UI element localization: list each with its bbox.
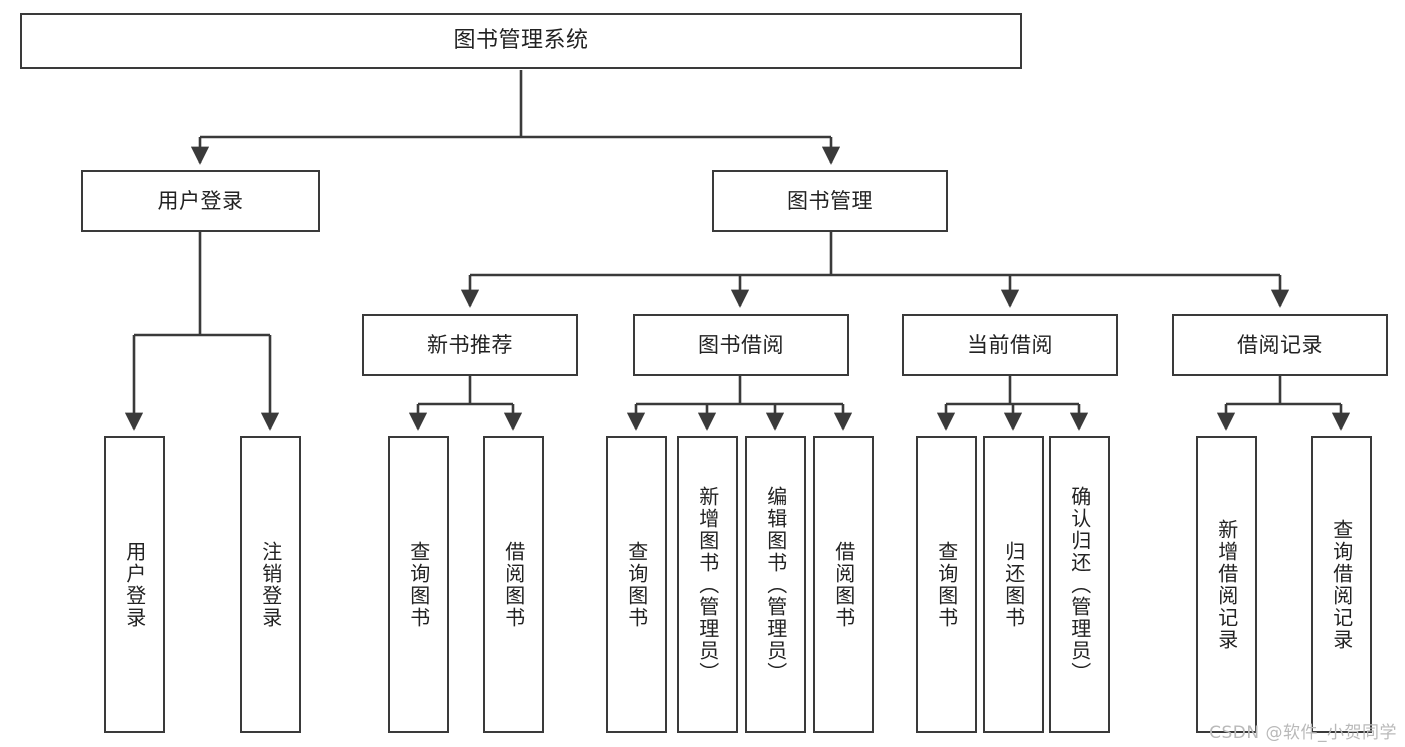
leaf-add-book-admin[interactable]: 新增图书（管理员） (677, 436, 738, 733)
node-label: 确认归还（管理员） (1067, 485, 1092, 684)
leaf-query-book-new-recommendation[interactable]: 查询图书 (388, 436, 449, 733)
node-label: 用户登录 (122, 540, 147, 629)
leaf-confirm-return-admin[interactable]: 确认归还（管理员） (1049, 436, 1110, 733)
leaf-user-login[interactable]: 用户登录 (104, 436, 165, 733)
leaf-edit-book-admin[interactable]: 编辑图书（管理员） (745, 436, 806, 733)
node-label: 新增图书（管理员） (695, 485, 720, 684)
node-label: 新书推荐 (427, 332, 513, 357)
node-label: 借阅图书 (831, 540, 856, 629)
node-borrowing-records[interactable]: 借阅记录 (1172, 314, 1388, 376)
leaf-query-book-current-borrowing[interactable]: 查询图书 (916, 436, 977, 733)
node-label: 图书管理 (787, 188, 873, 213)
leaf-return-book[interactable]: 归还图书 (983, 436, 1044, 733)
node-current-borrowing[interactable]: 当前借阅 (902, 314, 1118, 376)
leaf-add-borrowing-record[interactable]: 新增借阅记录 (1196, 436, 1257, 733)
leaf-borrow-book-new-recommendation[interactable]: 借阅图书 (483, 436, 544, 733)
node-root-book-management-system[interactable]: 图书管理系统 (20, 13, 1022, 69)
leaf-logout[interactable]: 注销登录 (240, 436, 301, 733)
leaf-query-borrowing-record[interactable]: 查询借阅记录 (1311, 436, 1372, 733)
leaf-query-book-borrowing[interactable]: 查询图书 (606, 436, 667, 733)
node-label: 借阅图书 (501, 540, 526, 629)
node-label: 编辑图书（管理员） (763, 485, 788, 684)
node-label: 查询图书 (624, 540, 649, 629)
node-user-login[interactable]: 用户登录 (81, 170, 320, 232)
node-label: 注销登录 (258, 540, 283, 629)
node-label: 归还图书 (1001, 540, 1026, 629)
node-label: 借阅记录 (1237, 332, 1323, 357)
node-label: 新增借阅记录 (1214, 518, 1239, 651)
node-label: 图书借阅 (698, 332, 784, 357)
node-label: 查询图书 (934, 540, 959, 629)
node-label: 当前借阅 (967, 332, 1053, 357)
node-new-book-recommendation[interactable]: 新书推荐 (362, 314, 578, 376)
node-label: 用户登录 (157, 188, 244, 213)
node-label: 查询借阅记录 (1329, 518, 1354, 651)
node-label: 查询图书 (406, 540, 431, 629)
node-book-management[interactable]: 图书管理 (712, 170, 948, 232)
node-book-borrowing[interactable]: 图书借阅 (633, 314, 849, 376)
leaf-borrow-book[interactable]: 借阅图书 (813, 436, 874, 733)
node-label: 图书管理系统 (453, 28, 589, 54)
watermark: CSDN @软件_小贺同学 (1209, 723, 1397, 743)
